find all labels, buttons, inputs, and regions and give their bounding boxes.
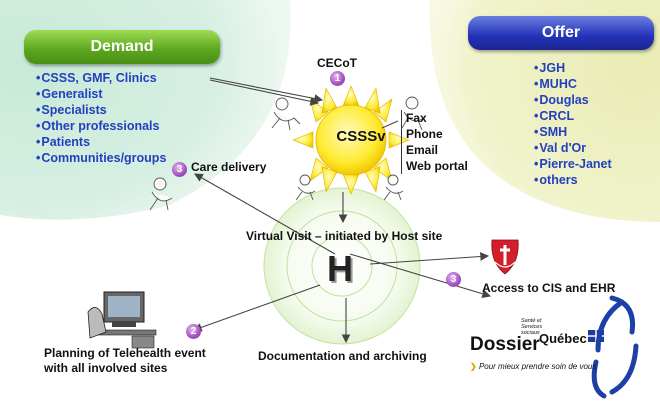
offer-item: SMH bbox=[534, 124, 612, 140]
contact-mode: Web portal bbox=[406, 159, 468, 173]
offer-item: Val d'Or bbox=[534, 140, 612, 156]
offer-title: Offer bbox=[541, 24, 581, 41]
dsq-arrows-logo bbox=[591, 295, 639, 399]
dossier-tagline: ❯ Pour mieux prendre soin de vous bbox=[470, 362, 597, 371]
demand-list: CSSS, GMF, Clinics Generalist Specialist… bbox=[36, 70, 166, 166]
sketch-figures bbox=[149, 96, 425, 211]
figure-icon bbox=[401, 96, 425, 131]
offer-item: CRCL bbox=[534, 108, 612, 124]
documentation-label: Documentation and archiving bbox=[258, 349, 427, 363]
offer-list: JGH MUHC Douglas CRCL SMH Val d'Or Pierr… bbox=[534, 60, 612, 188]
step-badge-1: 1 bbox=[330, 71, 345, 86]
dossier-logo: Dossier bbox=[470, 334, 540, 355]
offer-header: Offer bbox=[468, 16, 654, 50]
demand-item: Patients bbox=[36, 134, 166, 150]
workstation-icon bbox=[87, 291, 157, 349]
offer-item: others bbox=[534, 172, 612, 188]
virtual-visit-label: Virtual Visit – initiated by Host site bbox=[246, 229, 443, 243]
contact-mode: Fax bbox=[406, 111, 427, 125]
hospital-h-icon: H bbox=[327, 248, 353, 289]
offer-item: MUHC bbox=[534, 76, 612, 92]
planning-label-line2: with all involved sites bbox=[44, 361, 168, 375]
figure-icon bbox=[149, 177, 173, 211]
csssv-label: CSSSv bbox=[336, 128, 386, 145]
contact-mode: Phone bbox=[406, 127, 443, 141]
demand-item: Communities/groups bbox=[36, 150, 166, 166]
demand-item: Generalist bbox=[36, 86, 166, 102]
contact-modes: Fax Phone Email Web portal bbox=[401, 110, 468, 174]
cecot-label: CECoT bbox=[317, 56, 357, 70]
figure-icon bbox=[295, 174, 316, 201]
offer-item: Pierre-Janet bbox=[534, 156, 611, 172]
demand-header: Demand bbox=[24, 30, 220, 64]
demand-item: CSSS, GMF, Clinics bbox=[36, 70, 166, 86]
demand-item: Specialists bbox=[36, 102, 166, 118]
quebec-label: Québec bbox=[539, 331, 587, 346]
demand-item: Other professionals bbox=[36, 118, 166, 134]
offer-item: Douglas bbox=[534, 92, 612, 108]
step-badge-3: 3 bbox=[172, 162, 187, 177]
figure-icon bbox=[271, 97, 301, 131]
planning-label-line1: Planning of Telehealth event bbox=[44, 346, 206, 360]
sante-label: Santé et Services sociaux bbox=[521, 318, 543, 336]
contact-mode: Email bbox=[406, 143, 439, 157]
access-label: Access to CIS and EHR bbox=[482, 281, 616, 295]
hospital-shield-logo bbox=[491, 239, 519, 275]
step-badge-2: 2 bbox=[186, 324, 201, 339]
offer-item: JGH bbox=[534, 60, 612, 76]
sun-core bbox=[315, 104, 387, 176]
care-delivery-label: Care delivery bbox=[191, 160, 267, 174]
step-badge-3b: 3 bbox=[446, 272, 461, 287]
figure-icon bbox=[383, 174, 404, 201]
demand-title: Demand bbox=[90, 38, 154, 55]
